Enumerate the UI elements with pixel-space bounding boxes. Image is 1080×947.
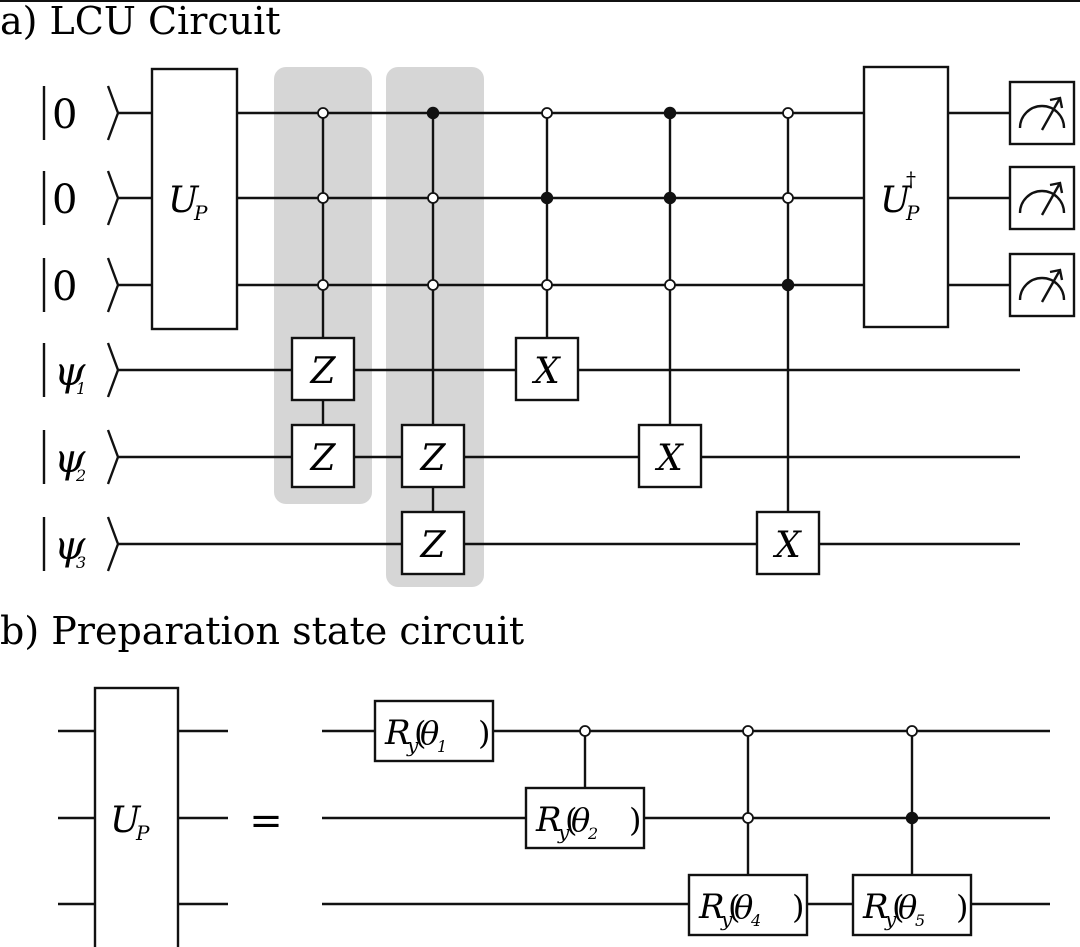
ket-label: ψ	[54, 349, 86, 395]
z-gate: Z	[290, 336, 356, 402]
x-gate-label: X	[654, 438, 684, 479]
up-dagger-label: U	[880, 180, 912, 221]
filled-control	[663, 191, 677, 205]
ket-subscript: 2	[75, 466, 86, 485]
z-gate: Z	[400, 423, 466, 489]
measurement-meter-icon	[1008, 165, 1076, 231]
open-control	[541, 107, 553, 119]
open-control	[541, 279, 553, 291]
open-control	[317, 279, 329, 291]
input-ket-psi-3: ψ3	[54, 523, 86, 572]
measurement-meter-icon	[1008, 252, 1076, 318]
x-gate: X	[514, 336, 580, 402]
filled-control	[663, 106, 677, 120]
ry-gate-5: R y θ 5 ()	[851, 873, 973, 937]
ry-theta-index: 2	[587, 824, 598, 843]
z-gate-label: Z	[309, 351, 336, 392]
ry-subscript: y	[884, 907, 897, 931]
ry-subscript: y	[557, 820, 570, 844]
filled-control	[905, 811, 919, 825]
ket-label: ψ	[54, 523, 86, 569]
open-control	[782, 107, 794, 119]
ket-subscript: 1	[76, 379, 86, 398]
ry-subscript: y	[720, 907, 733, 931]
ry-theta: θ	[898, 888, 917, 926]
x-gate: X	[637, 423, 703, 489]
input-ket-psi-1: ψ1	[54, 349, 86, 398]
filled-control	[540, 191, 554, 205]
open-control	[317, 107, 329, 119]
x-gate-label: X	[531, 351, 561, 392]
up-dagger-superscript: †	[906, 167, 916, 191]
ry-subscript: y	[406, 733, 419, 757]
open-control	[579, 725, 591, 737]
input-ket-3: 0	[52, 264, 77, 310]
input-ket-1: 0	[52, 92, 77, 138]
up-dagger-gate: U P †	[862, 65, 950, 329]
input-ket-2: 0	[52, 177, 77, 223]
up-gate-label: U	[168, 180, 200, 221]
ket-label: ψ	[54, 436, 86, 482]
up-gate-subscript: P	[193, 201, 208, 225]
panel-b-title: b) Preparation state circuit	[0, 609, 524, 653]
ry-base: R	[535, 800, 562, 840]
ket-subscript: 3	[76, 553, 86, 572]
ry-base: R	[698, 887, 725, 927]
open-control	[906, 725, 918, 737]
prep-up-block: U P	[58, 686, 228, 947]
ket-brackets	[42, 85, 120, 572]
control-dots-b	[579, 725, 919, 825]
ry-parens: ()	[728, 888, 804, 926]
open-control	[742, 725, 754, 737]
ry-theta-index: 5	[915, 911, 925, 930]
ry-theta: θ	[571, 801, 590, 839]
prep-up-label: U	[110, 800, 142, 841]
filled-control	[426, 106, 440, 120]
ry-gate-1: R y θ 1 ()	[373, 699, 495, 763]
x-gate: X	[755, 510, 821, 576]
ry-theta-index: 4	[750, 911, 761, 930]
z-gate-label: Z	[419, 438, 446, 479]
ry-theta: θ	[420, 714, 439, 752]
ry-base: R	[384, 713, 411, 753]
ry-base: R	[862, 887, 889, 927]
ry-parens: ()	[414, 714, 490, 752]
equals-sign: =	[249, 798, 283, 844]
ket-label: 0	[52, 177, 77, 223]
ry-theta: θ	[734, 888, 753, 926]
z-group-2-shade	[386, 67, 484, 587]
open-control	[782, 192, 794, 204]
up-gate: U P	[150, 67, 239, 331]
open-control	[427, 192, 439, 204]
open-control	[317, 192, 329, 204]
open-control	[742, 812, 754, 824]
ket-label: 0	[52, 92, 77, 138]
prep-control-connectors	[583, 731, 914, 876]
open-control	[427, 279, 439, 291]
filled-control	[781, 278, 795, 292]
open-control	[664, 279, 676, 291]
up-dagger-subscript: P	[905, 201, 920, 225]
ry-parens: ()	[892, 888, 968, 926]
z-gate: Z	[290, 423, 356, 489]
ry-parens: ()	[565, 801, 641, 839]
panel-a-title: a) LCU Circuit	[0, 0, 281, 43]
prep-up-subscript: P	[135, 821, 150, 845]
z-gate-label: Z	[419, 525, 446, 566]
ry-theta-index: 1	[437, 737, 447, 756]
control-dots-a	[317, 106, 795, 292]
input-ket-psi-2: ψ2	[54, 436, 86, 485]
x-gate-label: X	[772, 525, 802, 566]
measurement-meter-icon	[1008, 80, 1076, 146]
ry-gate-2: R y θ 2 ()	[524, 786, 646, 850]
z-gate-label: Z	[309, 438, 336, 479]
z-gate: Z	[400, 510, 466, 576]
ket-label: 0	[52, 264, 77, 310]
ry-gate-4: R y θ 4 ()	[687, 873, 809, 937]
